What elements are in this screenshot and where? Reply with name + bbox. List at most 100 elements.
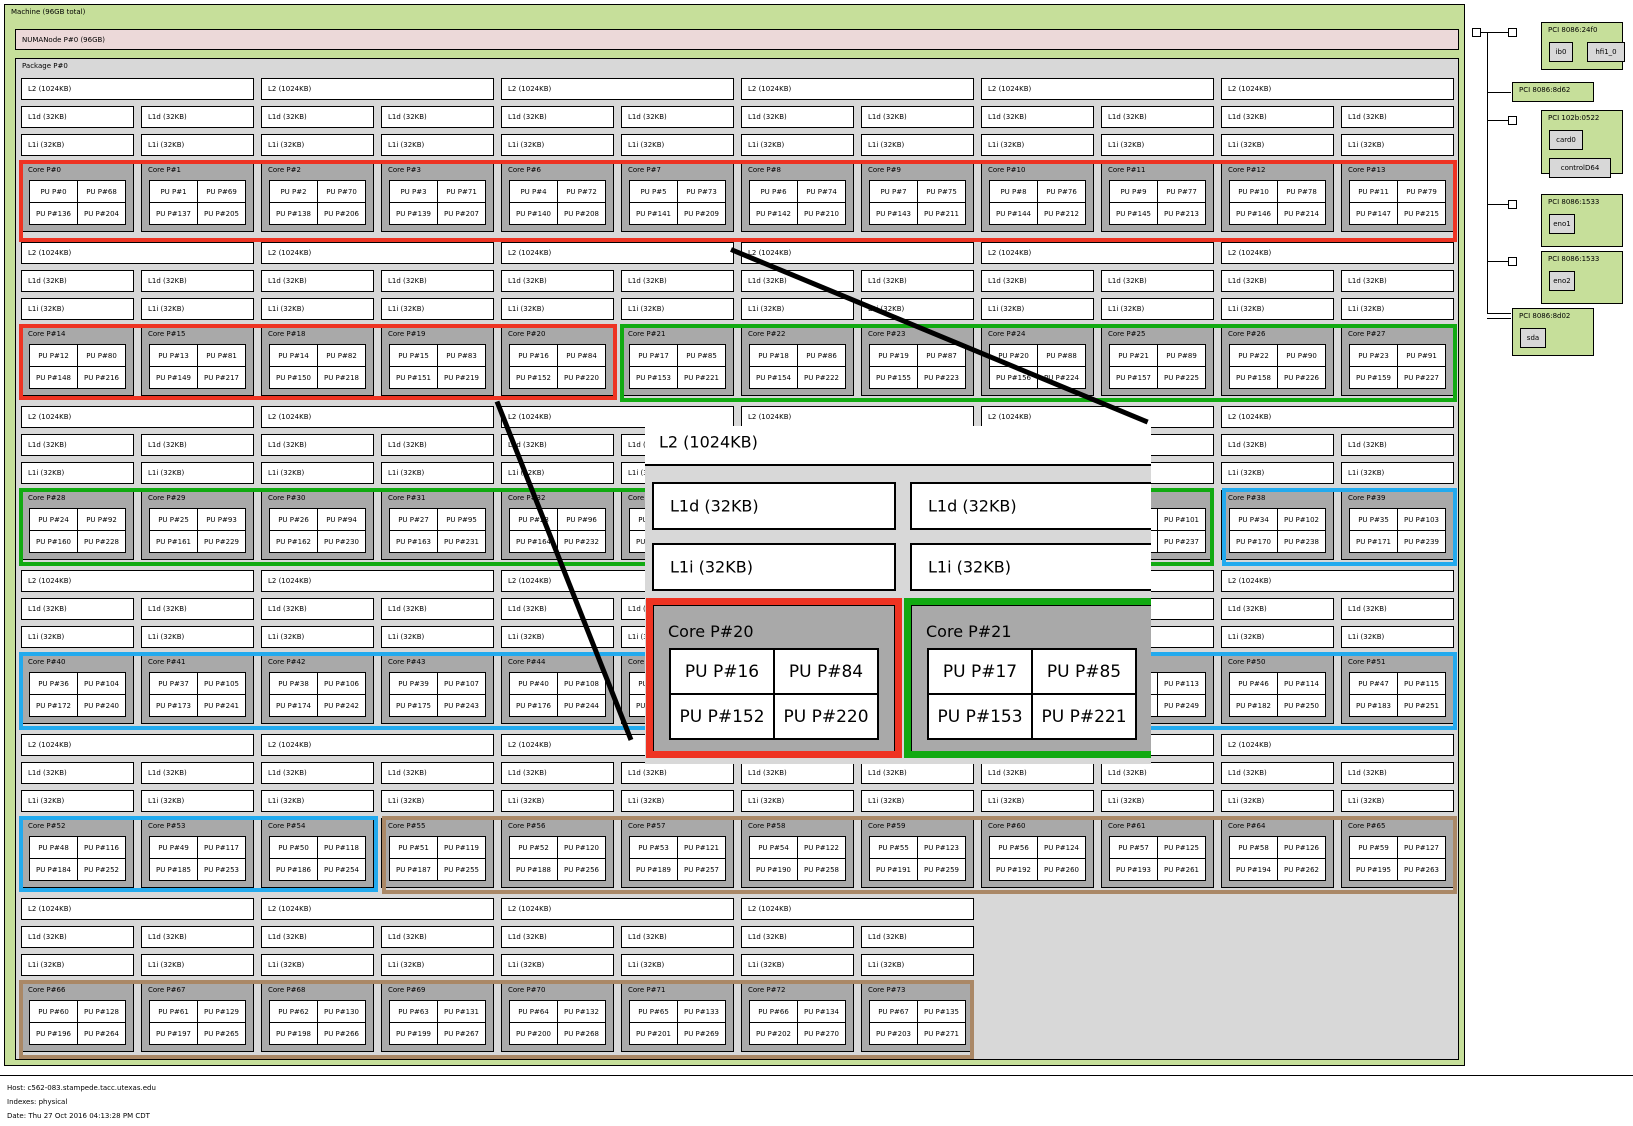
core-label: Core P#64 [1228, 822, 1266, 830]
l2-cache-label: L2 (1024KB) [1228, 577, 1272, 585]
l1i-cache: L1i (32KB) [21, 626, 134, 648]
l2-cache: L2 (1024KB) [501, 242, 734, 264]
pu-box: PU P#96 [557, 508, 606, 531]
l1d-cache-label: L1d (32KB) [28, 605, 67, 613]
l2-cache: L2 (1024KB) [981, 406, 1214, 428]
pu-box: PU P#237 [1157, 530, 1206, 553]
pu-box: PU P#271 [917, 1022, 966, 1045]
core-label: Core P#65 [1348, 822, 1386, 830]
pu-box: PU P#231 [437, 530, 486, 553]
pu-box: PU P#211 [917, 202, 966, 225]
l2-cache-label: L2 (1024KB) [748, 905, 792, 913]
l2-cache-label: L2 (1024KB) [268, 905, 312, 913]
pu-box: PU P#207 [437, 202, 486, 225]
core-label: Core P#9 [868, 166, 901, 174]
highlight-blue [19, 816, 378, 892]
l1d-cache-label: L1d (32KB) [148, 769, 187, 777]
l1i-cache-label: L1i (32KB) [1348, 633, 1385, 641]
l2-cache: L2 (1024KB) [21, 406, 254, 428]
zoom-core-20: Core P#20 PU P#16 PU P#84 PU P#152 PU P#… [652, 604, 896, 754]
l1d-cache: L1d (32KB) [141, 434, 254, 456]
l1d-cache-label: L1d (32KB) [868, 769, 907, 777]
l1d-cache: L1d (32KB) [261, 762, 374, 784]
l2-cache-label: L2 (1024KB) [1228, 85, 1272, 93]
l1i-cache-label: L1i (32KB) [268, 961, 305, 969]
l1d-cache: L1d (32KB) [981, 270, 1094, 292]
l1i-cache: L1i (32KB) [741, 298, 854, 320]
l1d-cache: L1d (32KB) [1221, 434, 1334, 456]
l1i-cache: L1i (32KB) [381, 954, 494, 976]
pu-box: PU P#243 [437, 694, 486, 717]
core-label: Core P#67 [148, 986, 186, 994]
l2-cache: L2 (1024KB) [1221, 78, 1454, 100]
l1i-cache: L1i (32KB) [1101, 134, 1214, 156]
pu-box: PU P#209 [677, 202, 726, 225]
core-label: Core P#59 [868, 822, 906, 830]
l1d-cache: L1d (32KB) [141, 270, 254, 292]
core-label: Core P#54 [268, 822, 306, 830]
l1d-cache-label: L1d (32KB) [748, 769, 787, 777]
l1d-cache: L1d (32KB) [861, 762, 974, 784]
l2-cache-label: L2 (1024KB) [28, 249, 72, 257]
l1i-cache-label: L1i (32KB) [28, 141, 65, 149]
l1i-cache: L1i (32KB) [861, 954, 974, 976]
l2-cache-label: L2 (1024KB) [28, 741, 72, 749]
l1i-cache-label: L1i (32KB) [868, 961, 905, 969]
l1i-cache-label: L1i (32KB) [628, 305, 665, 313]
l1i-cache: L1i (32KB) [141, 954, 254, 976]
pu-box: PU P#214 [1277, 202, 1326, 225]
l2-cache-label: L2 (1024KB) [268, 577, 312, 585]
pu-box: PU P#260 [1037, 858, 1086, 881]
l1i-cache: L1i (32KB) [1101, 298, 1214, 320]
core-label: Core P#71 [628, 986, 666, 994]
l1i-cache-label: L1i (32KB) [388, 961, 425, 969]
pu-box: PU P#187 [389, 858, 438, 881]
l1i-cache-label: L1i (32KB) [388, 141, 425, 149]
l1i-cache-label: L1i (32KB) [508, 305, 545, 313]
l1d-cache: L1d (32KB) [1341, 106, 1454, 128]
pci-tree-line [1487, 32, 1511, 33]
core-label: Core P#72 [748, 986, 786, 994]
pu-box: PU P#269 [677, 1022, 726, 1045]
l1d-cache: L1d (32KB) [621, 762, 734, 784]
l1i-cache: L1i (32KB) [621, 298, 734, 320]
l1i-cache: L1i (32KB) [141, 298, 254, 320]
l1i-cache: L1i (32KB) [141, 134, 254, 156]
pu-box: PU P#228 [77, 530, 126, 553]
os-device-box: controlD64 [1549, 158, 1611, 178]
core-label: Core P#1 [148, 166, 181, 174]
highlight-green [620, 324, 1457, 402]
l1d-cache-label: L1d (32KB) [28, 113, 67, 121]
l1i-cache-label: L1i (32KB) [1108, 797, 1145, 805]
core-label: Core P#70 [508, 986, 546, 994]
l1d-cache: L1d (32KB) [381, 270, 494, 292]
l1i-cache-label: L1i (32KB) [508, 141, 545, 149]
l2-cache-label: L2 (1024KB) [268, 741, 312, 749]
l1i-cache-label: L1i (32KB) [388, 305, 425, 313]
highlight-green [19, 488, 1214, 566]
l1i-cache: L1i (32KB) [261, 298, 374, 320]
footer: Host: c562-083.stampede.tacc.utexas.edu … [0, 1075, 1633, 1126]
pci-bridge-icon [1508, 200, 1517, 209]
core-label: Core P#42 [268, 658, 306, 666]
zoom-pu: PU P#221 [1031, 693, 1137, 740]
l1d-cache-label: L1d (32KB) [28, 441, 67, 449]
l1d-cache-label: L1d (32KB) [28, 769, 67, 777]
l1d-cache: L1d (32KB) [381, 598, 494, 620]
l1d-cache: L1d (32KB) [621, 106, 734, 128]
l1i-cache: L1i (32KB) [1341, 298, 1454, 320]
l2-cache-label: L2 (1024KB) [748, 413, 792, 421]
zoom-pu: PU P#152 [669, 693, 775, 740]
l2-cache: L2 (1024KB) [1221, 242, 1454, 264]
l2-cache-label: L2 (1024KB) [988, 85, 1032, 93]
pu-box: PU P#240 [77, 694, 126, 717]
